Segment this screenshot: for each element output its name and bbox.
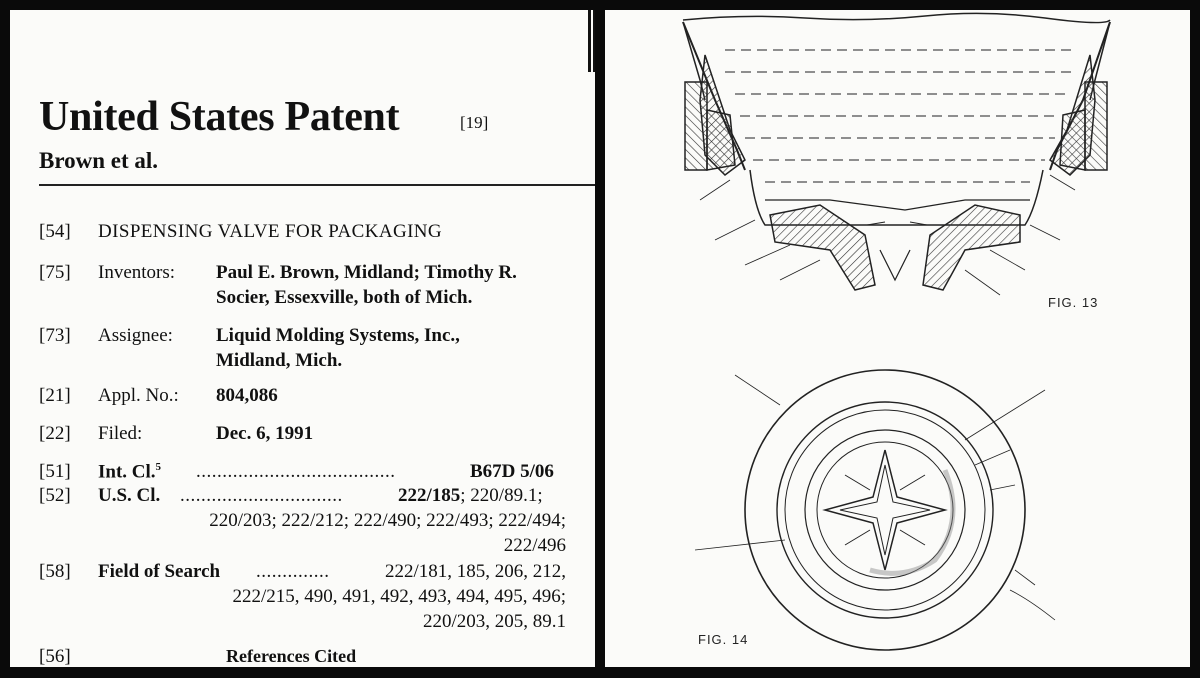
field-code: [58] xyxy=(39,561,71,582)
field-code: [56] xyxy=(39,646,71,667)
patent-author: Brown et al. xyxy=(39,148,159,173)
int-cl-value: B67D 5/06 xyxy=(470,461,554,482)
field-code: [73] xyxy=(39,325,71,346)
figure-14-caption: FIG. 14 xyxy=(698,632,748,647)
drawing-canvas: FIG. 13 FIG. xyxy=(682,12,1111,651)
field-label: U.S. Cl. xyxy=(98,485,161,506)
field-code: [52] xyxy=(39,485,71,506)
figure-13-caption: FIG. 13 xyxy=(1048,295,1098,310)
search-line-3: 220/203, 205, 89.1 xyxy=(422,611,566,632)
application-number: 804,086 xyxy=(216,385,278,406)
field-code: [54] xyxy=(39,221,71,242)
field-code: [51] xyxy=(39,461,71,482)
field-label: Filed: xyxy=(98,423,143,444)
barcode-mark xyxy=(593,10,595,72)
us-cl-primary: 222/185 xyxy=(398,485,461,506)
int-cl-superscript: 5 xyxy=(155,461,162,473)
figure-14-drawing xyxy=(694,369,1056,651)
field-label: Int. Cl.5 xyxy=(98,461,162,483)
int-cl-label: Int. Cl. xyxy=(98,461,156,483)
inventors-line-1: Paul E. Brown, Midland; Timothy R. xyxy=(216,262,517,283)
leader-dots: ............................... xyxy=(180,485,343,506)
us-cl-rest: ; 220/89.1; xyxy=(460,485,543,506)
figure-13-drawing xyxy=(682,12,1111,296)
us-cl-line-3: 222/496 xyxy=(503,535,566,556)
invention-title: DISPENSING VALVE FOR PACKAGING xyxy=(98,221,443,242)
search-line-2: 222/215, 490, 491, 492, 493, 494, 495, 4… xyxy=(232,586,566,607)
inventors-line-2: Socier, Essexville, both of Mich. xyxy=(216,287,473,308)
patent-title: United States Patent xyxy=(39,94,400,140)
us-cl-line-2: 220/203; 222/212; 222/490; 222/493; 222/… xyxy=(209,510,566,531)
barcode-mark xyxy=(588,10,591,72)
search-line-1: 222/181, 185, 206, 212, xyxy=(384,561,566,582)
filed-date: Dec. 6, 1991 xyxy=(216,423,314,444)
references-heading: References Cited xyxy=(226,646,357,666)
us-cl-line-1: 222/185; 220/89.1; xyxy=(398,486,543,505)
field-label: Assignee: xyxy=(98,325,173,346)
field-code: [21] xyxy=(39,385,71,406)
patent-drawings-panel: FIG. 13 FIG. xyxy=(605,10,1190,667)
field-code: [22] xyxy=(39,423,71,444)
assignee-line-1: Liquid Molding Systems, Inc., xyxy=(216,325,460,346)
patent-text-panel: United States Patent [19] Brown et al. [… xyxy=(10,10,595,667)
field-label: Inventors: xyxy=(98,262,176,283)
field-code: [75] xyxy=(39,262,71,283)
header-rule xyxy=(39,184,595,186)
field-label: Appl. No.: xyxy=(98,385,179,406)
leader-dots: .............. xyxy=(256,561,330,582)
assignee-line-2: Midland, Mich. xyxy=(216,350,343,371)
title-code: [19] xyxy=(460,113,489,132)
leader-dots: ...................................... xyxy=(196,461,396,482)
field-label: Field of Search xyxy=(98,561,221,582)
